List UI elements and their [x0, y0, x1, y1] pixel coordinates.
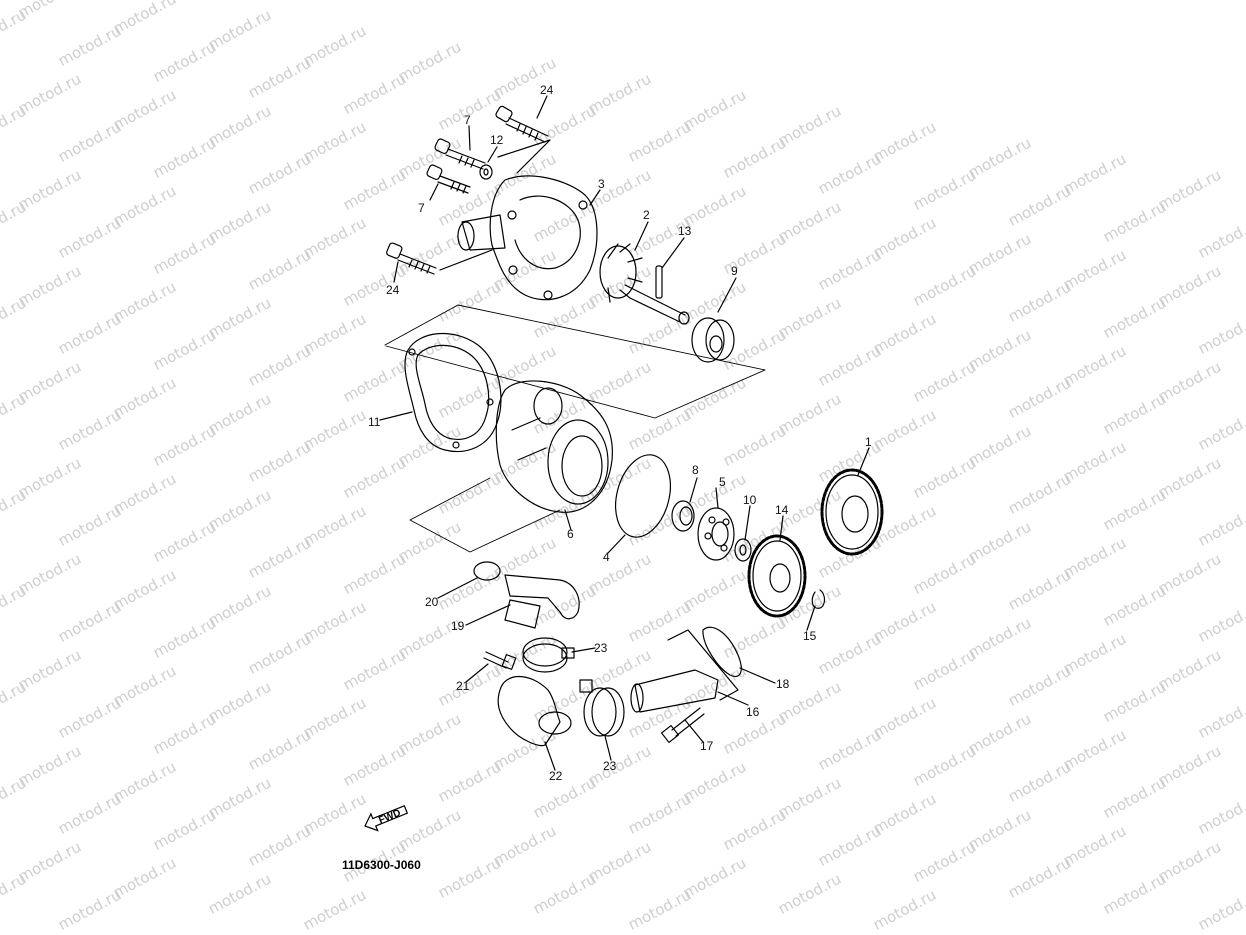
fwd-label: FWD: [377, 808, 402, 827]
part-number-1: 1: [865, 435, 872, 449]
part-number-10: 10: [743, 493, 757, 507]
coolant-pipe-19: [504, 574, 580, 629]
part-number-7-top: 7: [464, 113, 471, 127]
gasket-11: [404, 333, 502, 453]
bolt-21: [483, 651, 517, 670]
part-number-14: 14: [775, 503, 789, 517]
pin-13: [655, 265, 663, 299]
part-number-22: 22: [549, 769, 563, 783]
bearing-5: [697, 507, 735, 561]
gear-14: [747, 534, 807, 618]
o-ring-4: [615, 454, 671, 538]
pump-cover-3: [457, 175, 598, 301]
oil-seal-8: [671, 500, 695, 532]
part-number-24-top: 24: [540, 83, 554, 97]
diagram-code: 11D6300-J060: [342, 858, 421, 872]
o-ring-20: [473, 561, 501, 581]
hose-clamp-23-lower: [579, 679, 625, 737]
part-number-23-top: 23: [594, 641, 608, 655]
part-number-2: 2: [643, 208, 650, 222]
part-number-3: 3: [598, 177, 605, 191]
part-number-5: 5: [719, 475, 726, 489]
bolt-17: [660, 707, 705, 744]
part-number-15: 15: [803, 629, 817, 643]
part-number-11: 11: [368, 415, 381, 429]
part-number-16: 16: [746, 705, 760, 719]
mechanical-seal-9: [691, 317, 735, 363]
bolt-24-lower: [386, 242, 437, 275]
part-number-24-bottom: 24: [386, 283, 400, 297]
bolt-24-upper: [495, 105, 549, 143]
part-number-17: 17: [700, 739, 714, 753]
impeller-shaft-2: [599, 243, 690, 325]
part-number-23-bottom: 23: [603, 759, 617, 773]
part-number-13: 13: [678, 224, 692, 238]
part-number-21: 21: [456, 679, 470, 693]
bolt-7-lower: [426, 164, 471, 194]
pump-housing-6: [495, 380, 613, 513]
part-number-18: 18: [776, 677, 790, 691]
part-number-6: 6: [567, 527, 574, 541]
part-number-20: 20: [425, 595, 439, 609]
coolant-hose-22: [497, 676, 572, 747]
part-number-4: 4: [603, 550, 610, 564]
gasket-18: [702, 626, 742, 677]
part-number-19: 19: [451, 619, 465, 633]
gear-1: [820, 468, 884, 556]
part-number-7-bottom: 7: [418, 201, 425, 215]
part-number-8: 8: [692, 463, 699, 477]
part-number-9: 9: [731, 264, 738, 278]
part-number-12: 12: [490, 133, 504, 147]
hose-clamp-23-upper: [522, 637, 575, 673]
bolt-7-upper: [434, 138, 486, 170]
outlet-pipe-16: [630, 629, 739, 713]
fwd-arrow-icon: FWD: [364, 805, 409, 832]
circlip-15: [811, 589, 826, 609]
washer-10: [734, 538, 752, 562]
washer-12: [479, 164, 493, 180]
